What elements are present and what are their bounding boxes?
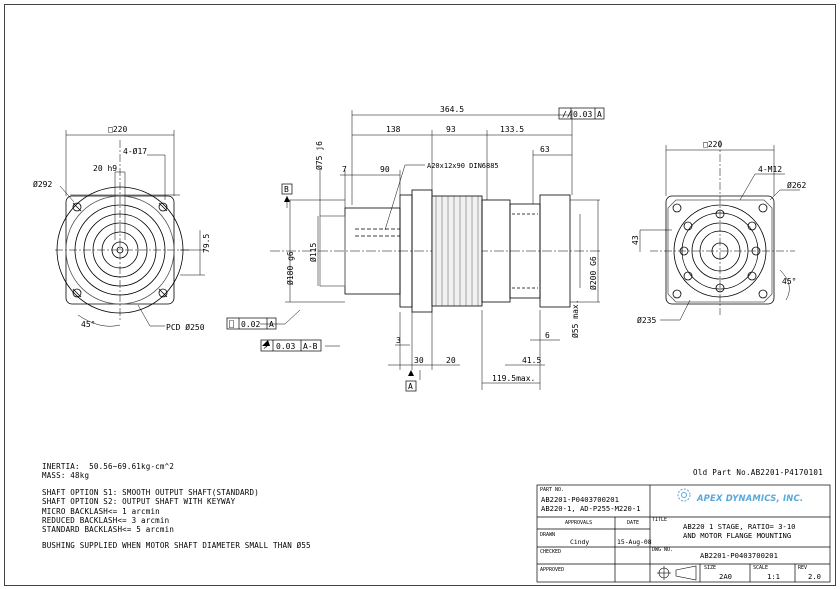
- fcf-parallel-symbol: //: [562, 110, 572, 119]
- dim-pcd250: PCD Ø250: [166, 322, 205, 332]
- dim-m12: 4-M12: [758, 165, 782, 174]
- tb-approvals-label: APPROVALS: [565, 520, 593, 526]
- fcf-flat-datum: A: [269, 320, 274, 329]
- tb-date-label: DATE: [627, 520, 640, 526]
- dim-138: 138: [386, 125, 401, 134]
- side-view: [260, 110, 600, 390]
- fcf-runout-tol: 0.03: [276, 342, 295, 351]
- tb-size: 2A0: [719, 572, 732, 581]
- dim-sq220-left: □220: [108, 125, 127, 134]
- tb-dwg-no: AB2201-P0403700201: [700, 551, 778, 560]
- dim-angle45: 45°: [81, 320, 95, 329]
- dim-119-5: 119.5max.: [492, 374, 535, 383]
- tb-drawn-label: DRAWN: [540, 532, 556, 538]
- tb-title-label: TITLE: [652, 517, 668, 523]
- tb-approved-label: APPROVED: [540, 567, 565, 573]
- tb-drawn-by: Cindy: [570, 538, 590, 546]
- dim-hole-d17: 4-Ø17: [123, 146, 147, 156]
- fcf-parallel-datum: A: [597, 110, 602, 119]
- dim-d55max: Ø55 max.: [570, 299, 580, 338]
- tb-scale: 1:1: [767, 572, 780, 581]
- dim-angle45-right: 45°: [782, 277, 796, 286]
- fcf-runout-symbol: ↗: [263, 342, 268, 351]
- dim-spline: A20x12x90 DIN6885: [427, 162, 499, 170]
- tb-checked-label: CHECKED: [540, 549, 562, 555]
- tb-part-no-1: AB2201-P0403700201: [541, 495, 619, 504]
- dim-d180g6: Ø180 g6: [285, 251, 295, 285]
- tb-part-no-2: AB220-1, AD-P255-M220-1: [541, 504, 641, 513]
- tb-drawn-date: 15-Aug-08: [617, 538, 652, 546]
- company-logo-mark: [677, 488, 691, 502]
- dim-93: 93: [446, 125, 456, 134]
- dim-41-5: 41.5: [522, 356, 541, 365]
- datum-b: B: [284, 185, 289, 194]
- dim-133-5: 133.5: [500, 125, 524, 134]
- dim-20: 20: [446, 356, 456, 365]
- fcf-frames: [226, 107, 605, 392]
- dim-7: 7: [342, 165, 347, 174]
- dim-79-5: 79.5: [202, 234, 211, 253]
- fcf-flat-symbol: ⎕: [229, 320, 234, 329]
- dim-90: 90: [380, 165, 390, 174]
- dim-sq220-right: □220: [703, 140, 722, 149]
- title-block-lines: [536, 484, 831, 583]
- tb-part-no-label: PART NO.: [540, 487, 565, 493]
- dim-43: 43: [631, 235, 640, 245]
- note-standard-backlash: STANDARD BACKLASH<= 5 arcmin: [42, 525, 175, 535]
- dim-d235: Ø235: [637, 315, 656, 325]
- dim-d75j6: Ø75 j6: [314, 141, 324, 170]
- old-part-number: Old Part No.AB2201-P4170101: [693, 468, 824, 477]
- company-logo: APEX DYNAMICS, INC.: [697, 493, 804, 503]
- tb-scale-label: SCALE: [753, 565, 769, 571]
- tb-dwg-label: DWG NO.: [652, 547, 674, 553]
- note-micro-backlash: MICRO BACKLASH<= 1 arcmin: [42, 506, 160, 516]
- dim-d262: Ø262: [787, 180, 806, 190]
- front-view-right: [639, 140, 800, 321]
- note-mass: MASS: 48kg: [42, 471, 90, 481]
- datum-a: A: [408, 382, 413, 391]
- note-inertia: INERTIA: 50.56~69.61kg-cm^2: [42, 462, 175, 471]
- tb-size-label: SIZE: [704, 565, 717, 571]
- dim-d292: Ø292: [33, 179, 52, 189]
- fcf-parallel-tol: 0.03: [573, 110, 592, 119]
- dim-364-5: 364.5: [440, 105, 464, 114]
- projection-symbol: [657, 565, 697, 581]
- note-shaft-s2: SHAFT OPTION S2: OUTPUT SHAFT WITH KEYWA…: [42, 497, 236, 507]
- dim-d115: Ø115: [308, 243, 318, 262]
- tb-rev: 2.0: [808, 572, 821, 581]
- dim-30: 30: [414, 356, 424, 365]
- fcf-flat-tol: 0.02: [241, 320, 260, 329]
- tb-title-1: AB220 1 STAGE, RATIO= 3-10: [683, 522, 796, 531]
- tb-rev-label: REV: [798, 565, 808, 571]
- front-view-left: [55, 130, 205, 327]
- fcf-runout-datum: A-B: [303, 342, 318, 351]
- note-bushing: BUSHING SUPPLIED WHEN MOTOR SHAFT DIAMET…: [42, 540, 311, 550]
- dim-key-20h9: 20 h9: [93, 164, 117, 173]
- note-shaft-s1: SHAFT OPTION S1: SMOOTH OUTPUT SHAFT(STA…: [42, 487, 259, 497]
- dim-63: 63: [540, 145, 550, 154]
- general-notes: INERTIA: 50.56~69.61kg-cm^2 MASS: 48kg S…: [42, 462, 311, 550]
- note-reduced-backlash: REDUCED BACKLASH<= 3 arcmin: [42, 516, 170, 526]
- dim-d200g6: Ø200 G6: [588, 256, 598, 290]
- dim-3: 3: [396, 336, 401, 345]
- dim-6: 6: [545, 331, 550, 340]
- tb-title-2: AND MOTOR FLANGE MOUNTING: [683, 531, 792, 540]
- drawing-frame: [4, 4, 836, 586]
